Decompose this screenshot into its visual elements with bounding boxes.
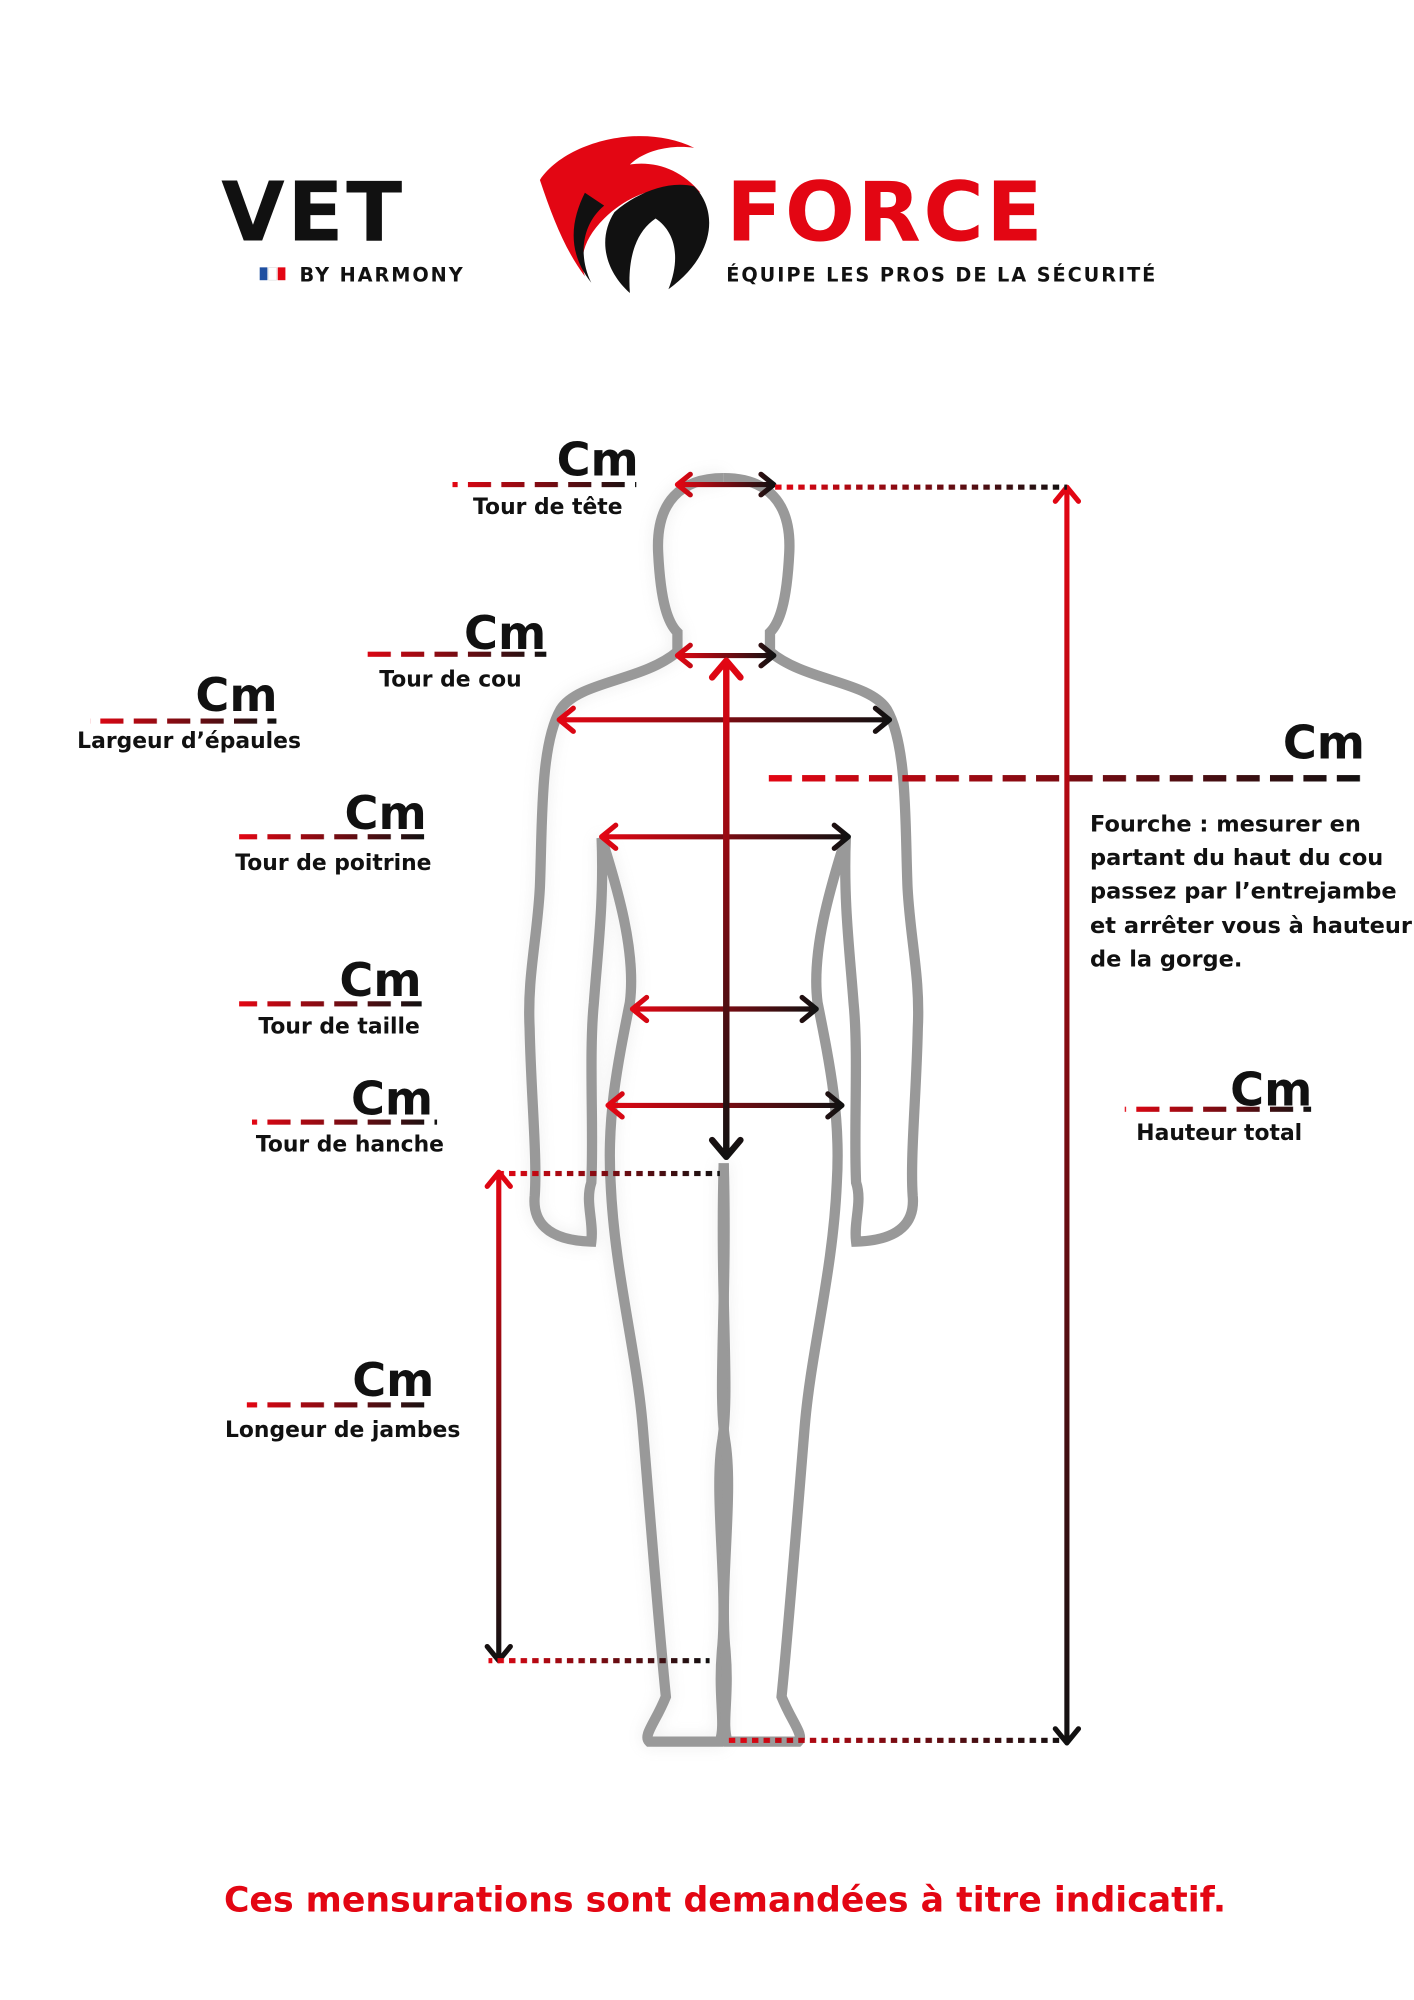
measurement-label: Tour de cou (379, 667, 522, 692)
dotted-guides (488, 484, 1067, 1743)
fourche-note-line: et arrêter vous à hauteur (1090, 913, 1413, 939)
unit-cm: Cm (1283, 715, 1365, 769)
leg-length-arrow (484, 1169, 513, 1664)
label-tour-de-tete: Cm Tour de tête (452, 433, 639, 520)
measurement-label: Longeur de jambes (225, 1418, 460, 1443)
label-hauteur-total: Cm Hauteur total (1124, 1062, 1312, 1146)
measurement-label: Tour de poitrine (235, 851, 431, 876)
unit-cm: Cm (464, 606, 546, 660)
measurement-label: Tour de tête (473, 495, 623, 520)
unit-cm: Cm (351, 1071, 433, 1125)
label-fourche: Cm Fourche : mesurer en partant du haut … (768, 715, 1413, 973)
brand-name-right: FORCE (726, 165, 1045, 260)
label-tour-de-taille: Cm Tour de taille (239, 953, 422, 1039)
total-height-arrow (1052, 484, 1082, 1746)
french-flag-icon (259, 267, 286, 281)
unit-cm: Cm (339, 953, 421, 1007)
measurement-label: Hauteur total (1136, 1121, 1302, 1146)
fourche-note-line: partant du haut du cou (1090, 845, 1383, 871)
measurement-label: Tour de taille (258, 1014, 419, 1039)
measurement-label: Largeur d’épaules (77, 729, 301, 754)
unit-cm: Cm (345, 786, 427, 840)
brand-subtitle: BY HARMONY (300, 263, 465, 286)
fourche-note-line: de la gorge. (1090, 947, 1242, 973)
label-largeur-epaules: Cm Largeur d’épaules (77, 668, 301, 754)
fourche-note-line: passez par l’entrejambe (1090, 878, 1397, 904)
unit-cm: Cm (195, 668, 277, 722)
body-silhouette (529, 473, 918, 1747)
footer-disclaimer: Ces mensurations sont demandées à titre … (224, 1880, 1226, 1920)
unit-cm: Cm (557, 433, 639, 487)
unit-cm: Cm (1230, 1062, 1312, 1116)
measurement-label: Tour de hanche (256, 1133, 444, 1158)
unit-cm: Cm (352, 1353, 434, 1407)
brand-tagline: ÉQUIPE LES PROS DE LA SÉCURITÉ (726, 263, 1157, 286)
label-longeur-de-jambes: Cm Longeur de jambes (225, 1353, 460, 1443)
eagle-head-icon (539, 136, 710, 294)
fourche-arrow (708, 657, 744, 1161)
label-tour-de-poitrine: Cm Tour de poitrine (235, 786, 431, 876)
brand-logo: VET FORCE BY HARMONY ÉQUIPE LES PROS DE … (221, 136, 1157, 294)
brand-name-left: VET (221, 165, 405, 260)
neck-arrow (674, 642, 777, 669)
label-tour-de-cou: Cm Tour de cou (359, 606, 547, 692)
label-tour-de-hanche: Cm Tour de hanche (251, 1071, 444, 1158)
fourche-note-line: Fourche : mesurer en (1090, 812, 1361, 838)
